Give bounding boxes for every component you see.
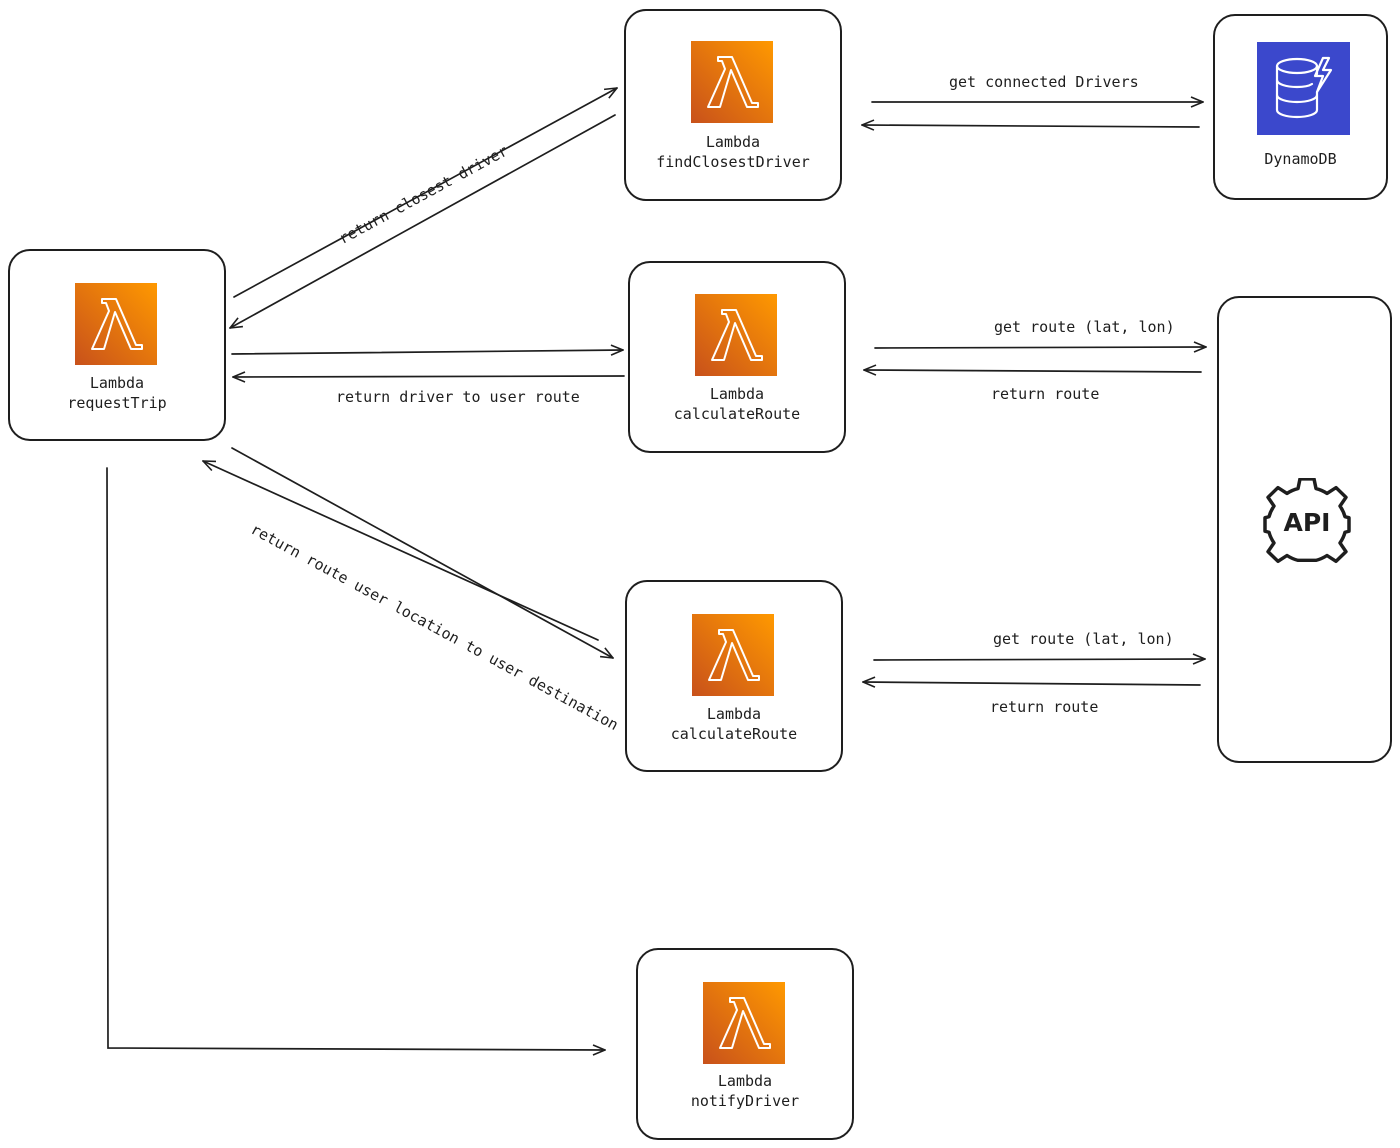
lambda-calculate-route-node-2[interactable]: Lambda calculateRoute <box>625 580 843 772</box>
arrow-calc-route-1-to-api <box>874 341 1207 353</box>
arrow-request-to-notify-driver <box>106 467 606 1056</box>
node-name-label: calculateRoute <box>670 725 798 743</box>
node-type-label: Lambda <box>717 1072 773 1090</box>
arrow-dynamodb-to-find-closest <box>861 119 1200 131</box>
lambda-icon <box>691 41 773 123</box>
edge-label-get-route-2: get route (lat, lon) <box>993 630 1174 648</box>
lambda-find-closest-driver-node[interactable]: Lambda findClosestDriver <box>624 9 842 201</box>
lambda-icon <box>692 614 774 696</box>
edge-label-return-route-1: return route <box>991 385 1100 403</box>
arrow-request-to-calc-route-1 <box>231 344 624 356</box>
node-type-label: Lambda <box>709 385 765 403</box>
lambda-icon <box>75 283 157 365</box>
node-label: Lambda requestTrip <box>10 373 224 413</box>
arrow-api-to-calc-route-1 <box>863 364 1202 376</box>
edge-label-return-route-2: return route <box>990 698 1099 716</box>
arrow-request-to-find-closest <box>233 87 618 298</box>
arrow-calc-route-2-to-api <box>873 653 1206 665</box>
api-node[interactable]: API <box>1217 296 1392 763</box>
dynamodb-icon <box>1257 42 1350 135</box>
node-name-label: findClosestDriver <box>656 153 810 171</box>
node-name-label: calculateRoute <box>673 405 801 423</box>
node-name-label: requestTrip <box>67 394 167 412</box>
node-label: Lambda calculateRoute <box>630 384 844 424</box>
lambda-icon <box>703 982 785 1064</box>
arrow-find-closest-to-request <box>229 114 616 329</box>
node-label: Lambda calculateRoute <box>627 704 841 744</box>
arrow-request-to-calc-route-2 <box>231 447 614 659</box>
arrow-calc-route-1-to-request <box>232 371 625 383</box>
edge-label-get-connected-drivers: get connected Drivers <box>949 73 1139 91</box>
edge-label-get-route-1: get route (lat, lon) <box>994 318 1175 336</box>
lambda-notify-driver-node[interactable]: Lambda notifyDriver <box>636 948 854 1140</box>
lambda-calculate-route-node-1[interactable]: Lambda calculateRoute <box>628 261 846 453</box>
node-label: Lambda findClosestDriver <box>626 132 840 172</box>
arrow-calc-route-2-to-request <box>202 460 599 641</box>
node-name-label: notifyDriver <box>690 1092 800 1110</box>
node-type-label: Lambda <box>705 133 761 151</box>
lambda-icon <box>695 294 777 376</box>
lambda-request-trip-node[interactable]: Lambda requestTrip <box>8 249 226 441</box>
api-gear-icon: API <box>1263 477 1351 566</box>
edge-label-return-driver-to-user-route: return driver to user route <box>336 388 580 406</box>
node-label: Lambda notifyDriver <box>638 1071 852 1111</box>
node-type-label: Lambda <box>89 374 145 392</box>
api-label: API <box>1284 508 1331 537</box>
dynamodb-label: DynamoDB <box>1264 150 1337 168</box>
arrow-api-to-calc-route-2 <box>862 676 1201 688</box>
node-type-label: Lambda <box>706 705 762 723</box>
dynamodb-node[interactable]: DynamoDB <box>1213 14 1388 200</box>
